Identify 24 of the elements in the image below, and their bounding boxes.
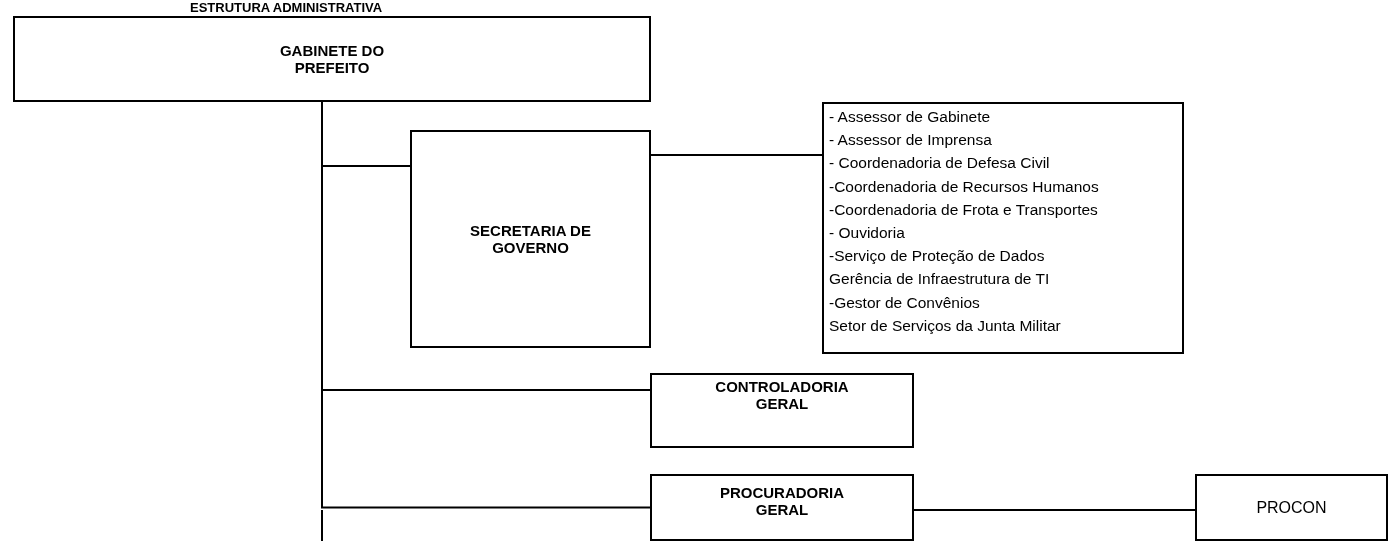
list-item: Gerência de Infraestrutura de TI <box>829 269 1050 290</box>
department-box <box>650 474 914 541</box>
list-item: - Coordenadoria de Defesa Civil <box>829 153 1050 174</box>
connector-line <box>913 509 1196 511</box>
department-box <box>410 130 651 348</box>
list-item: - Assessor de Gabinete <box>829 107 991 127</box>
box-label: SECRETARIA DE GOVERNO <box>469 222 592 256</box>
box-label: PROCON <box>1256 498 1327 517</box>
diagram-title: ESTRUTURA ADMINISTRATIVA <box>190 0 383 15</box>
list-item: Setor de Serviços da Junta Militar <box>829 315 1061 336</box>
office-box <box>13 16 651 102</box>
agency-box <box>1195 474 1388 541</box>
list-item: -Serviço de Proteção de Dados <box>829 246 1045 267</box>
list-item: - Assessor de Imprensa <box>829 130 992 151</box>
box-label: CONTROLADORIA GERAL <box>714 378 850 412</box>
list-item: -Coordenadoria de Frota e Transportes <box>829 199 1098 220</box>
box-label: PROCURADORIA GERAL <box>718 484 846 518</box>
list-item: - Ouvidoria <box>829 223 905 243</box>
unit-list-box <box>822 102 1184 354</box>
list-item: -Coordenadoria de Recursos Humanos <box>829 176 1099 197</box>
department-box <box>650 373 914 448</box>
box-label: GABINETE DO PREFEITO <box>278 42 386 76</box>
connector-line <box>650 154 823 156</box>
list-item: -Gestor de Convênios <box>829 292 980 313</box>
